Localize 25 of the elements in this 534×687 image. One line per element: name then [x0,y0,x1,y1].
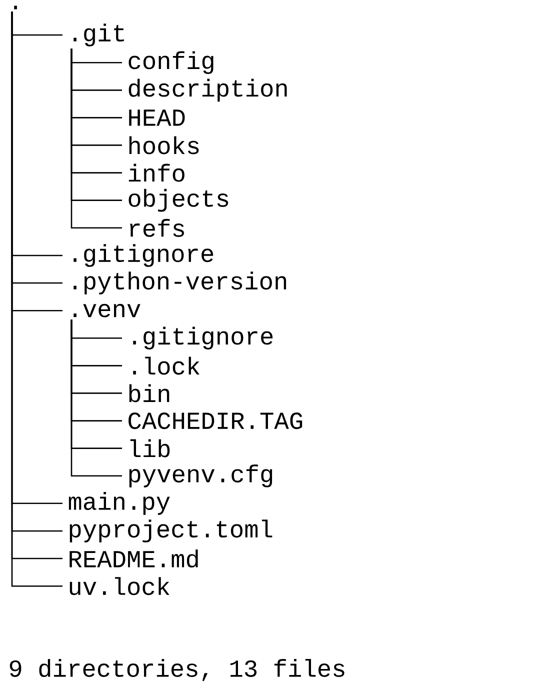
tree-entry: objects [128,188,228,212]
tree-entry: pyvenv.cfg [129,464,272,488]
tree-entry: . [14,6,17,10]
tree-entry: CACHEDIR.TAG [128,412,302,430]
tree-entry: uv.lock [70,577,170,596]
tree-entry: HEAD [129,110,185,126]
tree-branch-line [70,48,122,229]
tree-entry: README.md [70,549,198,568]
tree-entry: main.py [68,492,170,515]
tree-entry: config [128,51,214,74]
tree-branch-line [70,320,122,477]
tree-entry: .python-version [74,272,286,294]
summary-text: 9 directories, 13 files [10,658,344,682]
tree-entry: .lock [133,356,200,375]
tree-entry: description [128,78,287,102]
tree-entry: .venv [74,304,140,318]
tree-entry: info [128,164,184,182]
tree-entry: lib [130,439,170,458]
tree-entry: .gitignore [74,244,214,267]
tree-entry: pyproject.toml [70,520,272,542]
tree-entry: hooks [129,136,199,154]
tree-entry: .git [74,24,124,46]
tree-entry: bin [129,384,170,402]
tree-entry: .gitignore [133,326,273,350]
tree-entry: refs [130,218,184,237]
